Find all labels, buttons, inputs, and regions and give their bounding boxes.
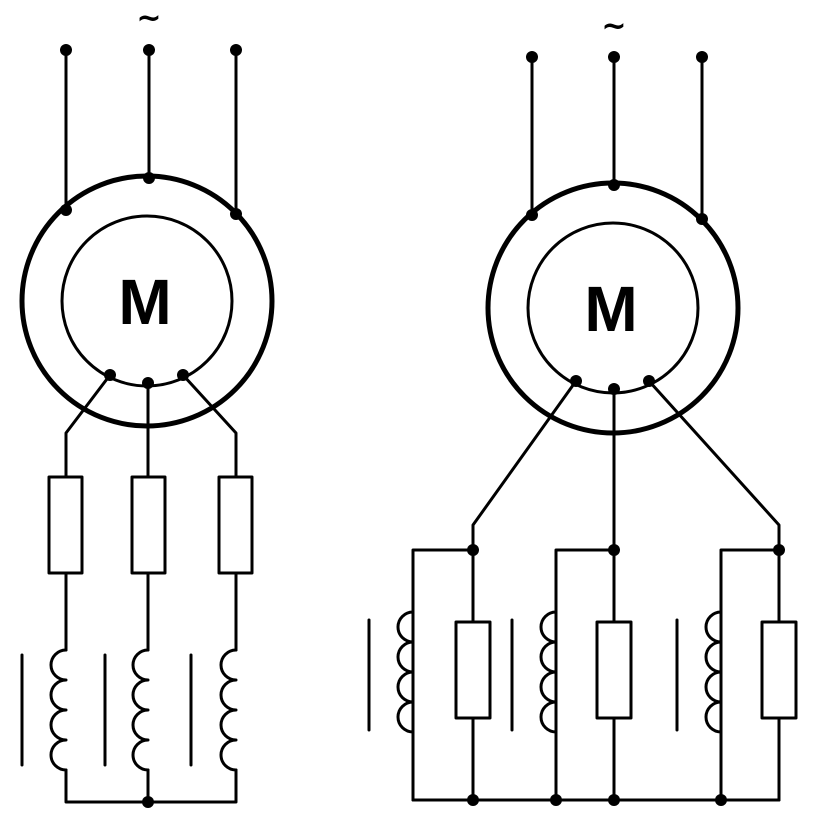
right-stator-terminal-1 (526, 209, 538, 221)
right-branch-1-frame (411, 548, 475, 802)
left-supply-terminal-3 (230, 44, 242, 56)
right-bus-node-2 (550, 794, 562, 806)
right-ac-supply-symbol: ~ (601, 9, 626, 44)
right-inductor-2 (539, 610, 558, 734)
right-resistor-1 (454, 620, 492, 720)
right-inductor-3 (704, 610, 723, 734)
right-supply-terminal-2 (608, 51, 620, 63)
right-inductor-1 (396, 610, 415, 734)
left-supply-terminal-1 (60, 44, 72, 56)
left-resistor-2 (130, 475, 167, 575)
right-supply-terminal-1 (526, 51, 538, 63)
left-ac-supply-symbol: ~ (136, 1, 161, 36)
right-node-top-2 (608, 544, 620, 556)
right-node-top-1 (467, 544, 479, 556)
right-bus-node-1 (467, 794, 479, 806)
left-stator-terminal-3 (230, 208, 242, 220)
right-resistor-3 (760, 620, 798, 720)
left-supply-terminal-2 (143, 44, 155, 56)
right-bus-node-3 (608, 794, 620, 806)
right-circuit: ~ M (367, 9, 798, 806)
right-resistor-2 (595, 620, 633, 720)
right-branch-2-frame (554, 548, 616, 802)
left-rotor-lead-1 (64, 373, 112, 479)
right-stator-terminal-2 (608, 179, 620, 191)
right-rotor-lead-1 (471, 379, 578, 552)
right-node-top-3 (773, 544, 785, 556)
left-circuit: ~ M (19, 1, 275, 808)
left-inductor-2 (131, 648, 150, 772)
right-supply-terminal-3 (696, 51, 708, 63)
right-bus-node-4 (715, 794, 727, 806)
right-branch-3-frame (719, 548, 781, 802)
right-stator-terminal-3 (696, 213, 708, 225)
left-resistor-3 (217, 475, 254, 575)
right-motor-label: M (584, 273, 637, 345)
left-resistor-1 (47, 475, 84, 575)
left-stator-terminal-2 (143, 172, 155, 184)
right-rotor-lead-3 (647, 379, 781, 552)
left-inductor-3 (219, 648, 238, 772)
left-rotor-lead-3 (181, 373, 238, 479)
left-motor-label: M (118, 266, 171, 338)
left-stator-terminal-1 (60, 204, 72, 216)
left-inductor-1 (49, 648, 68, 772)
left-star-point (142, 796, 154, 808)
